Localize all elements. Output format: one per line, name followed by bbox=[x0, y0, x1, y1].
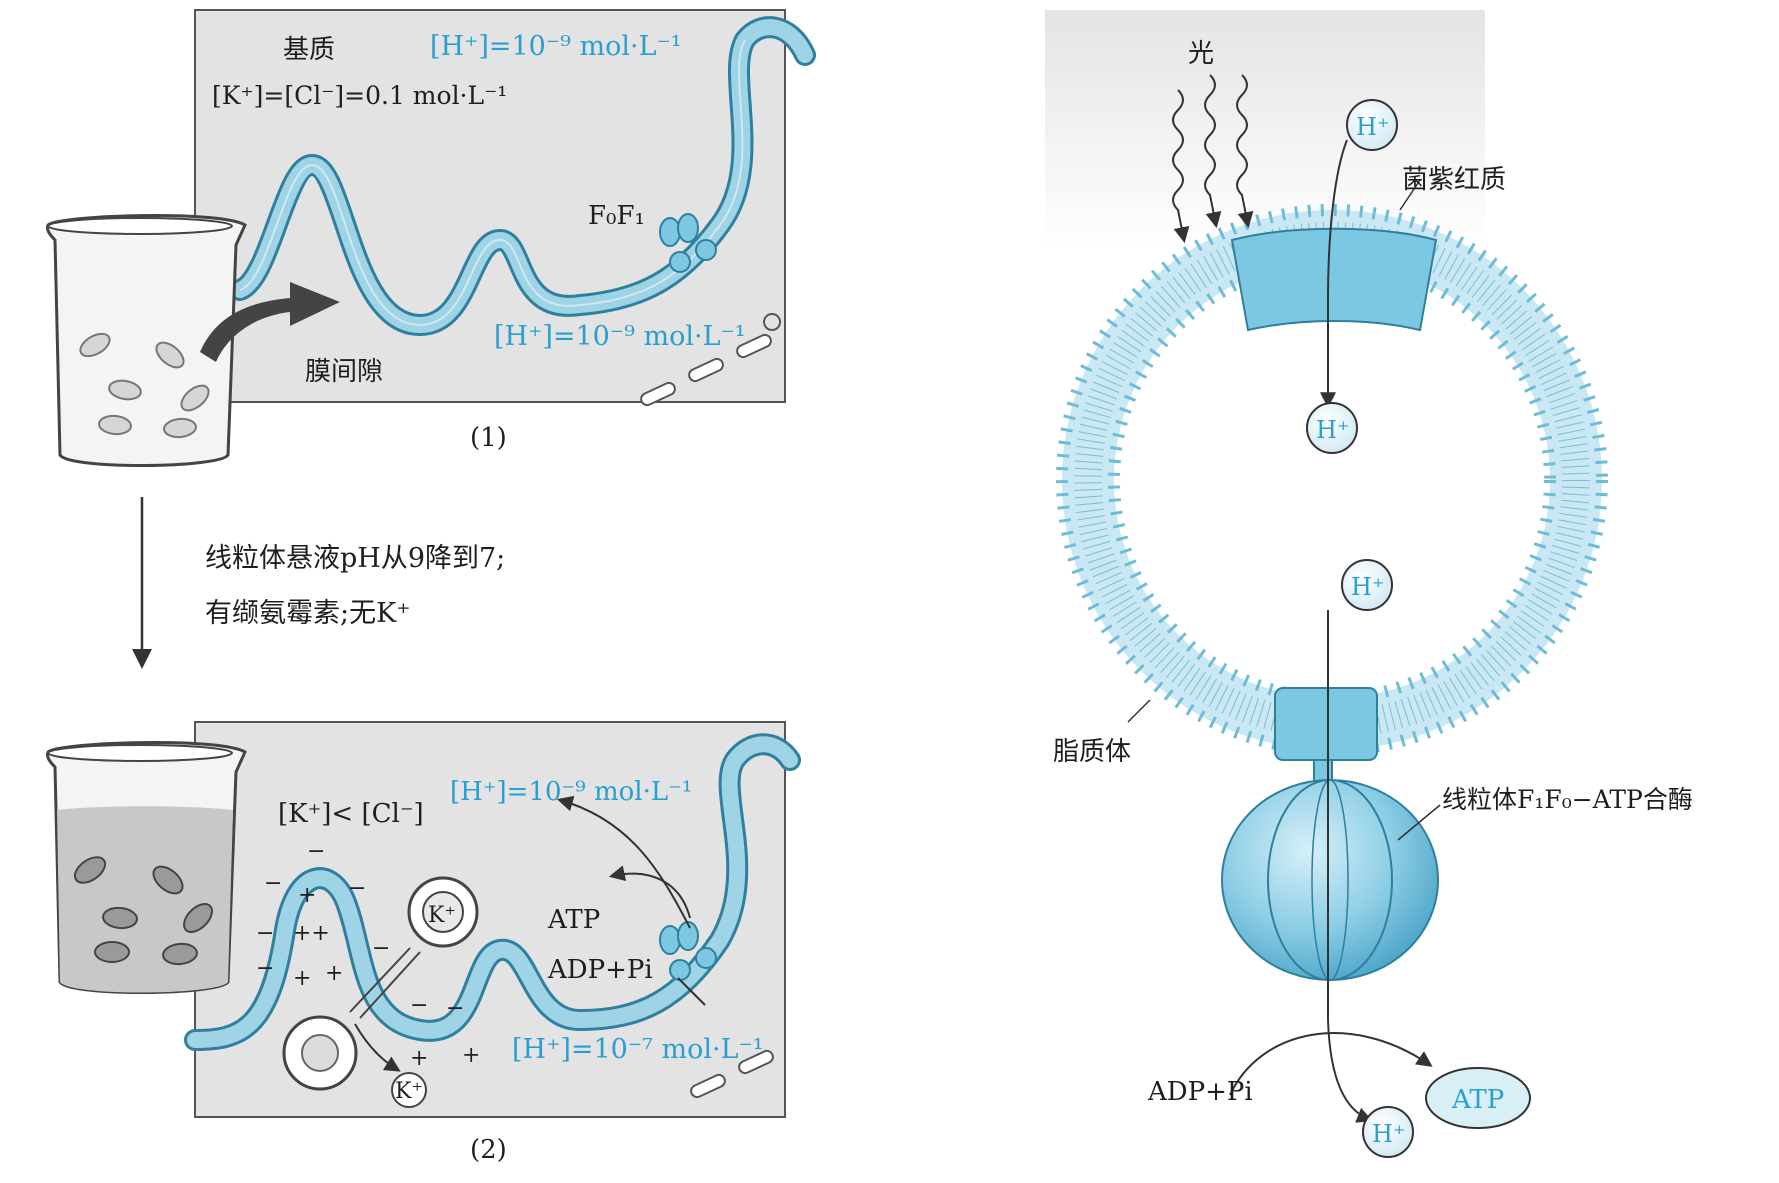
svg-text:−: − bbox=[410, 993, 428, 1018]
ion-equation: [K⁺]=[Cl⁻]=0.1 mol·L⁻¹ bbox=[212, 81, 507, 110]
panel-1: 基质 [K⁺]=[Cl⁻]=0.1 mol·L⁻¹ [H⁺]=10⁻⁹ mol·… bbox=[46, 9, 816, 467]
valinomycin-carrier-lower bbox=[282, 1015, 358, 1091]
zoom-arrow bbox=[200, 282, 340, 362]
matrix-label: 基质 bbox=[283, 35, 335, 65]
synthase-label: 线粒体F₁F₀−ATP合酶 bbox=[1442, 785, 1693, 814]
svg-text:+: + bbox=[298, 883, 316, 908]
atp-label-left: ATP bbox=[547, 905, 600, 935]
ion-inequality: [K⁺]< [Cl⁻] bbox=[278, 799, 424, 829]
svg-text:+: + bbox=[293, 966, 311, 991]
charge-signs: − − + − − ++ − − + + − − + + bbox=[256, 839, 480, 1071]
k-ion-inner: K⁺ bbox=[428, 903, 456, 928]
svg-text:−: − bbox=[446, 996, 464, 1021]
svg-text:+: + bbox=[462, 1043, 480, 1068]
svg-text:+: + bbox=[325, 961, 343, 986]
outer-membrane-2 bbox=[690, 1049, 774, 1099]
transition: 线粒体悬液pH从9降到7; 有缬氨霉素;无K⁺ bbox=[132, 497, 505, 669]
k-ion-outer-circle bbox=[391, 1072, 427, 1108]
svg-text:H⁺: H⁺ bbox=[1316, 416, 1350, 444]
svg-text:H⁺: H⁺ bbox=[1351, 573, 1385, 601]
adp-label-right: ADP+Pi bbox=[1147, 1077, 1253, 1107]
panel-2-caption: (2) bbox=[470, 1135, 507, 1165]
h-concentration-bottom-2: [H⁺]=10⁻⁷ mol·L⁻¹ bbox=[512, 1034, 764, 1065]
svg-text:H⁺: H⁺ bbox=[1372, 1120, 1406, 1148]
f0f1-atpase bbox=[659, 213, 717, 273]
svg-text:−: − bbox=[264, 871, 282, 896]
svg-text:−: − bbox=[348, 876, 366, 901]
svg-text:−: − bbox=[307, 839, 325, 864]
h-ion-inside: H⁺ bbox=[1306, 402, 1358, 454]
svg-text:−: − bbox=[256, 956, 274, 981]
liposome-label: 脂质体 bbox=[1053, 737, 1131, 767]
adp-label-left: ADP+Pi bbox=[547, 955, 653, 985]
condition-line-1: 线粒体悬液pH从9降到7; bbox=[205, 543, 505, 574]
light-rays bbox=[1172, 74, 1254, 244]
svg-text:++: ++ bbox=[293, 921, 330, 946]
k-ion-outer: K⁺ bbox=[395, 1079, 423, 1104]
panel-1-caption: (1) bbox=[470, 423, 507, 453]
panel-2: K⁺ K⁺ − − + − − ++ − − + + − − + + bbox=[46, 721, 801, 1165]
svg-text:H⁺: H⁺ bbox=[1356, 113, 1390, 141]
valinomycin-carrier-upper bbox=[407, 876, 479, 948]
h-ion-top: H⁺ bbox=[1346, 99, 1398, 151]
condition-line-2: 有缬氨霉素;无K⁺ bbox=[205, 598, 411, 629]
bacteriorhodopsin bbox=[1230, 227, 1438, 332]
svg-text:−: − bbox=[256, 921, 274, 946]
f1-subunit bbox=[1221, 779, 1439, 981]
light-background bbox=[1045, 10, 1485, 250]
h-concentration-top: [H⁺]=10⁻⁹ mol·L⁻¹ bbox=[430, 31, 682, 62]
beaker-2 bbox=[46, 741, 247, 994]
light-label: 光 bbox=[1188, 39, 1214, 69]
liposome-diagram: 光 菌紫红质 H⁺ H⁺ H⁺ H⁺ bbox=[1045, 10, 1693, 1158]
bacteriorhodopsin-label: 菌紫红质 bbox=[1402, 165, 1506, 195]
beaker-1 bbox=[46, 214, 247, 467]
h-ion-bottom: H⁺ bbox=[1362, 1106, 1414, 1158]
h-concentration-top-2: [H⁺]=10⁻⁹ mol·L⁻¹ bbox=[450, 777, 692, 807]
atp-product: ATP bbox=[1425, 1067, 1531, 1129]
h-ion-lower: H⁺ bbox=[1341, 559, 1393, 611]
f0f1-atpase-2 bbox=[659, 921, 717, 981]
atpase-label: F₀F₁ bbox=[588, 201, 645, 231]
h-concentration-bottom: [H⁺]=10⁻⁹ mol·L⁻¹ bbox=[494, 321, 746, 352]
f0-subunit bbox=[1274, 687, 1378, 761]
svg-text:+: + bbox=[410, 1046, 428, 1071]
intermembrane-label: 膜间隙 bbox=[305, 357, 383, 387]
svg-text:ATP: ATP bbox=[1451, 1085, 1504, 1115]
outer-membrane bbox=[640, 333, 772, 407]
svg-text:−: − bbox=[372, 936, 390, 961]
